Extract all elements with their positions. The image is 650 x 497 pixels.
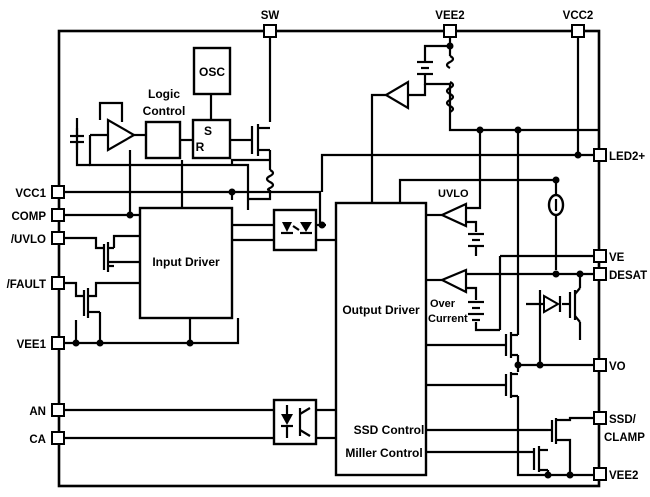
pin-ve [593, 249, 607, 263]
battery-icon [468, 300, 484, 322]
pin-ca [51, 431, 65, 445]
input-driver-label: Input Driver [152, 255, 220, 269]
right-wiring [320, 38, 600, 477]
pin-led2-label: LED2+ [609, 151, 645, 163]
transistor-icon [504, 332, 518, 358]
comparator-icon [383, 80, 410, 110]
over-current-label-1: Over [430, 298, 456, 310]
transistor-icon [548, 418, 560, 444]
logic-control-label-2: Control [143, 104, 186, 118]
battery-icon [417, 57, 433, 78]
transistor-icon [568, 287, 581, 323]
pin-desat [593, 267, 607, 281]
pin-vee2-top-label: VEE2 [435, 10, 464, 22]
pin-desat-label: DESAT [609, 270, 647, 282]
pin-vcc2-label: VCC2 [563, 10, 594, 22]
sr-latch-block [191, 118, 232, 160]
pin-comp [51, 208, 65, 222]
junction-dots [72, 42, 584, 479]
battery-icon [468, 232, 484, 256]
logic-wiring [90, 38, 272, 201]
pin-led2 [593, 148, 607, 162]
comparator-icon [106, 118, 137, 152]
pin-vo [593, 358, 607, 372]
osc-block [192, 46, 232, 96]
latch-r-label: R [196, 140, 205, 154]
logic-control-block [144, 120, 182, 160]
transistor-icon [102, 242, 114, 272]
osc-label: OSC [199, 65, 225, 79]
optocoupler-icon [272, 398, 318, 446]
miller-control-label: Miller Control [345, 446, 422, 460]
pin-vee2-bottom [593, 467, 607, 481]
pin-vee1-label: VEE1 [17, 339, 47, 351]
transistor-icon [530, 446, 548, 472]
pin-ssd-clamp-label-1: SSD/ [609, 414, 637, 426]
logic-control-label-1: Logic [148, 87, 180, 101]
comparator-icon [439, 202, 468, 228]
pin-fault-label: /FAULT [7, 279, 46, 291]
pin-uvlo [51, 231, 65, 245]
uvlo-label: UVLO [438, 188, 469, 200]
current-source-icon [547, 193, 565, 217]
pin-ssd-clamp-label-2: CLAMP [604, 432, 645, 444]
pin-ve-label: VE [609, 252, 625, 264]
output-driver-label: Output Driver [342, 303, 420, 317]
transistor-icon [82, 288, 102, 330]
pin-vcc1-label: VCC1 [15, 188, 46, 200]
pin-vcc1 [51, 185, 65, 199]
pin-an-label: AN [29, 406, 46, 418]
ssd-control-label: SSD Control [354, 423, 425, 437]
input-driver-block [138, 206, 234, 320]
pin-vcc2 [571, 24, 585, 38]
pin-vee1 [51, 336, 65, 350]
pin-sw [263, 24, 277, 38]
output-driver-block [334, 201, 428, 477]
capacitor-icon [70, 128, 84, 150]
transistor-icon [504, 372, 518, 398]
pin-vee2-top [443, 24, 457, 38]
pin-comp-label: COMP [12, 211, 47, 223]
inductor-icon [445, 55, 455, 113]
pin-ssd-clamp [593, 411, 607, 425]
transistor-icon [246, 124, 270, 156]
pin-fault [51, 276, 65, 290]
latch-s-label: S [204, 124, 212, 138]
pin-vee2-bottom-label: VEE2 [609, 470, 638, 482]
pin-uvlo-label: /UVLO [11, 234, 46, 246]
inductor-icon [265, 169, 275, 192]
pin-vo-label: VO [609, 361, 626, 373]
diode-icon [543, 294, 562, 314]
over-current-label-2: Current [428, 313, 468, 325]
pin-sw-label: SW [261, 10, 280, 22]
pin-ca-label: CA [29, 434, 46, 446]
pin-an [51, 403, 65, 417]
comparator-icon [439, 268, 468, 294]
